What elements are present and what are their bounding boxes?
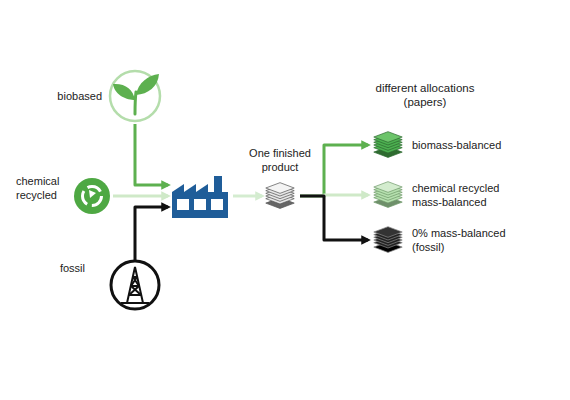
factory-icon bbox=[172, 176, 228, 218]
input-icon: biobased bbox=[108, 69, 162, 123]
light-green-stack bbox=[374, 182, 402, 208]
node-label: One finished product bbox=[240, 146, 320, 174]
node-label: fossil bbox=[60, 261, 85, 275]
section-heading: different allocations (papers) bbox=[355, 81, 495, 109]
biobased-icon bbox=[110, 71, 160, 121]
fossil-icon bbox=[111, 261, 159, 309]
allocation-node: 0% mass-balanced (fossil) bbox=[372, 226, 404, 254]
product-node: One finished product bbox=[264, 182, 296, 210]
flow-arrow bbox=[135, 124, 168, 185]
node-label: biobased bbox=[57, 89, 102, 103]
node-label: chemical recycled bbox=[16, 174, 68, 202]
node-label: chemical recycled mass-balanced bbox=[412, 181, 512, 209]
node-label: biomass-balanced bbox=[412, 138, 501, 152]
allocation-node: chemical recycled mass-balanced bbox=[372, 181, 404, 209]
product-stack bbox=[266, 183, 294, 209]
input-icon: fossil bbox=[111, 261, 159, 309]
black-stack bbox=[374, 227, 402, 253]
green-stack bbox=[374, 132, 402, 158]
flow-arrow bbox=[300, 196, 368, 240]
factory-node bbox=[170, 174, 230, 218]
node-label: 0% mass-balanced (fossil) bbox=[412, 226, 512, 254]
flow-arrow bbox=[233, 195, 262, 198]
input-icon: chemical recycled bbox=[74, 178, 110, 214]
recycle-icon bbox=[74, 178, 110, 214]
flow-arrow bbox=[113, 195, 168, 198]
flow-arrow bbox=[135, 207, 168, 260]
allocation-node: biomass-balanced bbox=[372, 131, 404, 159]
